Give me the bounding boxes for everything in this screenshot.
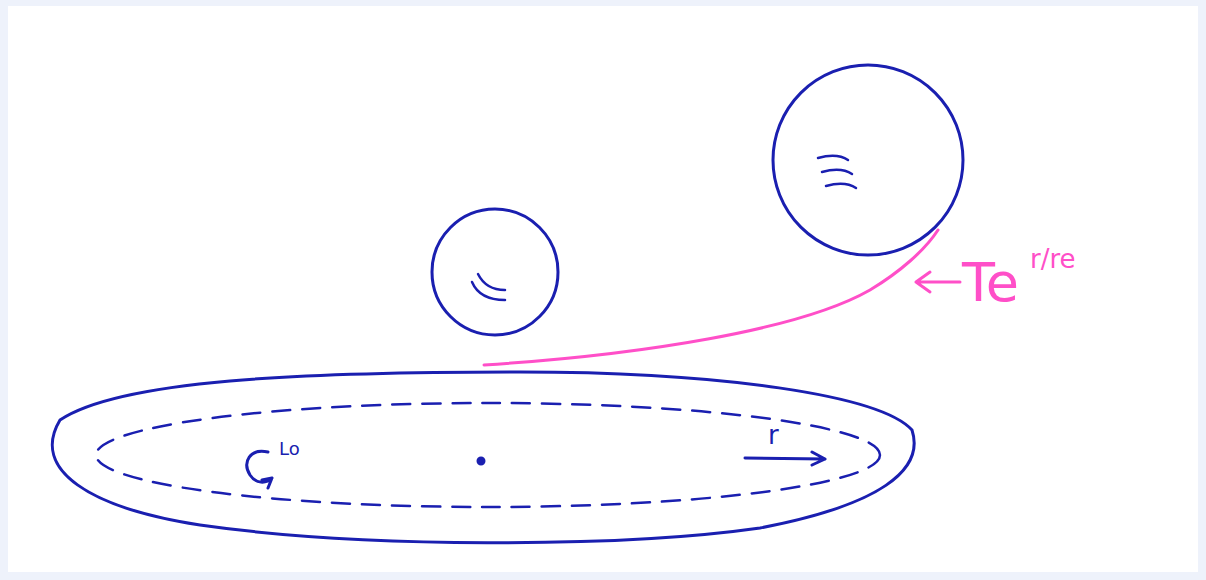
satellite-mark bbox=[472, 274, 505, 300]
large-satellite bbox=[773, 65, 963, 255]
radius-arrow bbox=[745, 452, 825, 465]
galaxy-disk bbox=[52, 372, 914, 543]
rotation-label: Lo bbox=[279, 440, 300, 458]
pointer-arrow bbox=[916, 272, 960, 292]
center-dot bbox=[478, 458, 484, 464]
tidal-stream bbox=[484, 230, 938, 365]
small-satellite bbox=[432, 209, 558, 335]
radius-label: r bbox=[768, 422, 779, 448]
profile-label: Te bbox=[962, 256, 1019, 310]
inner-ring bbox=[96, 403, 880, 507]
exponent-label: r/re bbox=[1030, 246, 1076, 272]
satellite-mark bbox=[818, 156, 856, 188]
rotation-arrow bbox=[247, 451, 272, 488]
